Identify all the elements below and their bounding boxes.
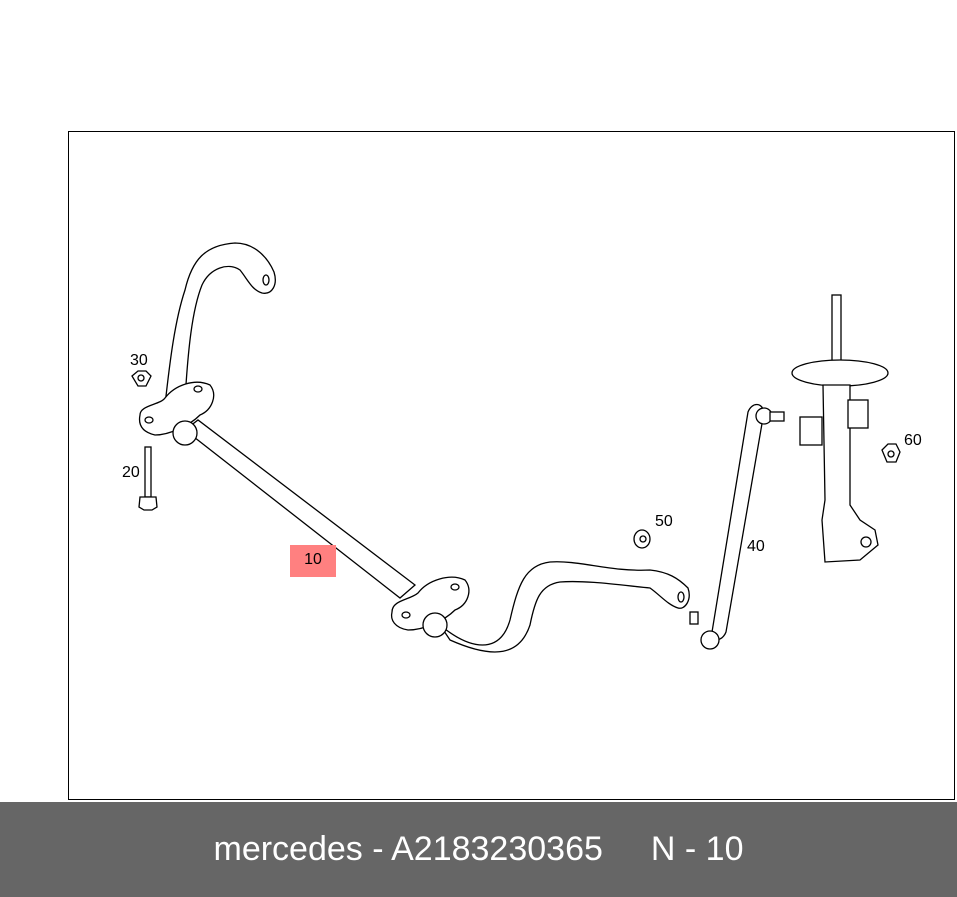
bush-right [422,612,448,638]
link-ball-joint-bottom [700,630,720,650]
bracket-hole [193,385,203,393]
callout-10-highlight[interactable]: 10 [290,545,336,577]
callout-40[interactable]: 40 [747,538,765,555]
bolt-20-shank [144,446,152,498]
bolt-20-head [138,496,158,511]
bush-left [172,420,198,446]
stabilizer-bar-right-arm [439,561,690,653]
bracket-hole [450,583,460,591]
callout-60[interactable]: 60 [904,432,922,449]
bracket-right [390,576,470,631]
position-text: N - 10 [650,830,744,868]
nut-hole [137,374,145,382]
stabilizer-link-40 [711,403,765,641]
strut-body [821,384,879,563]
callout-30[interactable]: 30 [130,352,148,369]
bracket-hole [401,611,411,619]
callout-50[interactable]: 50 [655,513,673,530]
footer-banner: mercedes - A2183230365 N - 10 [0,802,957,897]
callout-20[interactable]: 20 [122,464,140,481]
bar-eye-hole [262,274,270,286]
spring-seat [791,359,889,387]
stabilizer-bar-left-arm [164,242,276,406]
nut-hole [887,450,895,458]
part-number-text: mercedes - A2183230365 [213,830,603,868]
link-stud-bottom [689,611,699,625]
nut-hole [639,535,647,543]
strut-bracket [847,399,869,429]
callout-10: 10 [304,551,322,568]
strut-bracket [799,416,823,446]
bracket-left [138,381,215,436]
link-stud-top [769,411,785,422]
bar-eye-hole [677,591,685,603]
diagram-frame [68,131,955,800]
stabilizer-bar-main [183,419,417,599]
strut-hole [860,536,872,548]
bracket-hole [144,416,154,424]
